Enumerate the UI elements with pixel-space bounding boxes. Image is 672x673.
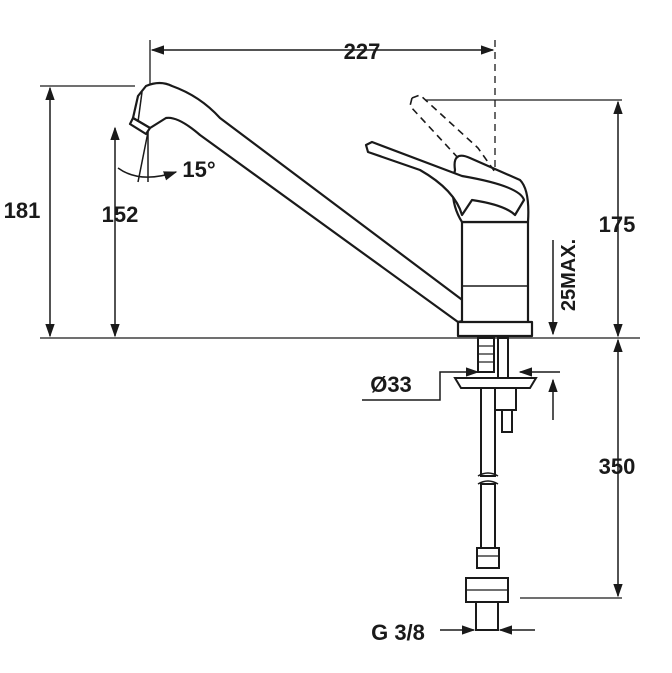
lever-handle [364,140,526,217]
nut-stud [501,409,513,433]
faucet-body [128,81,534,338]
body-base-ring [456,320,534,338]
hose-break [477,472,499,485]
spout-aerator [128,116,152,136]
hose-ferrule [476,547,500,569]
mounting-assembly [453,337,538,631]
threaded-stud [477,337,495,373]
dim-hose-350: 350 [599,454,636,479]
dim-height-181: 181 [4,198,41,223]
hose-upper [480,387,496,477]
dim-diameter-33: Ø33 [370,372,412,397]
dim-height-175: 175 [599,212,636,237]
body-cylinder [460,220,530,334]
spout [131,81,470,324]
dim-angle-15: 15° [182,157,215,182]
mounting-nut [493,387,517,411]
supply-pipe-2 [497,337,509,381]
hose-tail [475,601,499,631]
dim-height-152: 152 [102,202,139,227]
lever-open-position [409,94,496,173]
dimension-lines [45,45,623,635]
dim-width-227: 227 [344,39,381,64]
dim-max-25: 25MAX. [558,239,580,311]
mounting-plate [453,377,538,389]
dim-connection-g38: G 3/8 [371,620,425,645]
